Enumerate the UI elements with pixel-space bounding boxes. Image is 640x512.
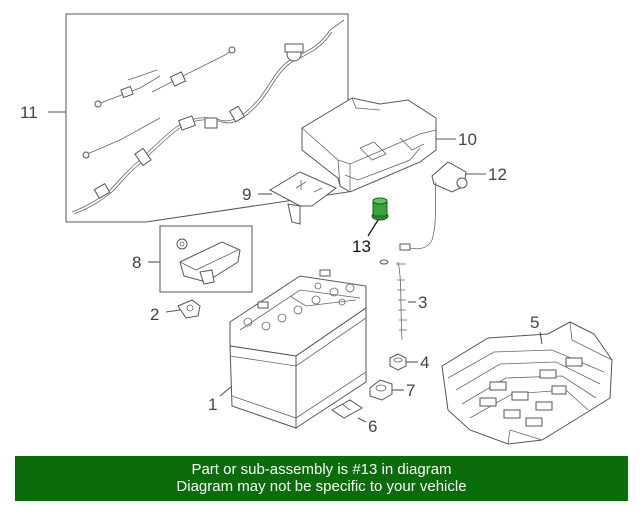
callout-8: 8	[132, 253, 141, 272]
info-banner: Part or sub-assembly is #13 in diagram D…	[15, 456, 628, 501]
part-5-battery-tray	[441, 321, 613, 445]
part-11-wiring-harness	[65, 13, 349, 223]
callout-7: 7	[406, 381, 415, 400]
banner-line-2: Diagram may not be specific to your vehi…	[176, 478, 467, 495]
callout-10: 10	[458, 130, 477, 149]
part-4-nut	[389, 353, 407, 371]
callout-6: 6	[368, 417, 377, 436]
part-1-battery	[229, 269, 367, 429]
callout-3: 3	[418, 293, 427, 312]
callout-2: 2	[150, 305, 159, 324]
part-6-plate	[331, 399, 363, 419]
callout-9: 9	[242, 185, 251, 204]
callout-11: 11	[20, 103, 38, 122]
part-8-terminal-cover	[159, 225, 253, 293]
banner-line-1: Part or sub-assembly is #13 in diagram	[191, 461, 452, 478]
part-10-battery-cover	[301, 97, 437, 193]
part-13-highlighted-nut[interactable]	[371, 197, 389, 221]
part-3-bolt	[379, 259, 407, 341]
callout-5: 5	[530, 313, 539, 332]
callout-4: 4	[420, 353, 429, 372]
part-2-clamp	[177, 299, 201, 319]
callout-1: 1	[208, 395, 217, 414]
part-9-bracket	[268, 171, 337, 225]
callout-13: 13	[352, 237, 371, 256]
part-12-ground-cable	[399, 161, 468, 251]
part-7-clamp-nut	[369, 379, 393, 401]
callout-12: 12	[488, 165, 507, 184]
